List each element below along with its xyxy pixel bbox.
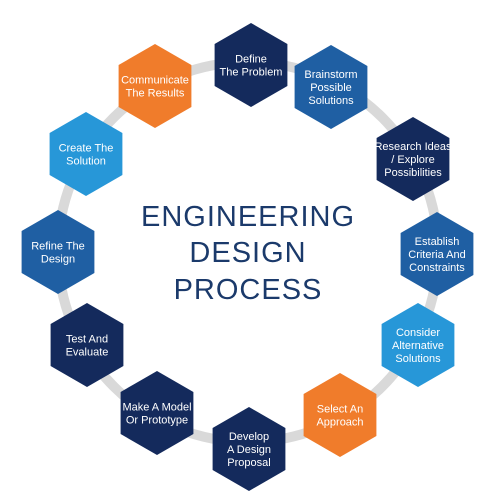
step-label-line: Communicate bbox=[121, 75, 189, 87]
step-label-line: Constraints bbox=[409, 262, 465, 274]
step-hexagon-shape bbox=[381, 303, 455, 387]
step-hexagon-shape bbox=[212, 407, 286, 491]
step-hexagon-shape bbox=[21, 210, 95, 294]
step-label-line: Approach bbox=[316, 417, 363, 429]
step-label-line: The Results bbox=[126, 88, 185, 100]
step-label-line: / Explore bbox=[391, 154, 434, 166]
title-line-3: PROCESS bbox=[174, 274, 323, 306]
step-label-line: Solutions bbox=[395, 353, 441, 365]
step-label-line: Make A Model bbox=[122, 402, 191, 414]
step-hexagon-shape bbox=[118, 44, 192, 128]
step-label-line: Possibilities bbox=[384, 167, 442, 179]
step-hexagon-shape bbox=[120, 371, 194, 455]
diagram-title: ENGINEERING DESIGN PROCESS bbox=[141, 201, 355, 306]
step-hexagon-shape bbox=[294, 45, 368, 129]
step-label-line: Criteria And bbox=[408, 249, 465, 261]
step-label-line: Develop bbox=[229, 431, 269, 443]
step-label-line: The Problem bbox=[220, 67, 283, 79]
step-label-line: Solution bbox=[66, 156, 106, 168]
step-label-line: A Design bbox=[227, 444, 271, 456]
step-label-line: Research Ideas bbox=[374, 141, 452, 153]
step-hexagon-shape bbox=[50, 303, 124, 387]
step-hexagon-shape bbox=[303, 373, 377, 457]
title-line-2: DESIGN bbox=[189, 237, 306, 269]
step-label-line: Define bbox=[235, 54, 267, 66]
step-label-line: Evaluate bbox=[66, 347, 109, 359]
title-line-1: ENGINEERING bbox=[141, 201, 355, 233]
step-label-line: Create The bbox=[59, 143, 114, 155]
step-label-line: Refine The bbox=[31, 241, 85, 253]
step-hexagon-shape bbox=[376, 117, 450, 201]
step-label-line: Solutions bbox=[308, 95, 354, 107]
step-label-line: Test And bbox=[66, 334, 108, 346]
step-label-line: Or Prototype bbox=[126, 415, 188, 427]
step-label-line: Establish bbox=[415, 236, 460, 248]
step-label-line: Proposal bbox=[227, 457, 270, 469]
step-label-line: Design bbox=[41, 254, 75, 266]
step-hexagon-shape bbox=[49, 112, 123, 196]
step-hexagon-shape bbox=[214, 23, 288, 107]
step-label-line: Brainstorm bbox=[304, 69, 357, 81]
step-label-line: Consider bbox=[396, 327, 440, 339]
step-label-line: Select An bbox=[317, 404, 363, 416]
step-hexagon-shape bbox=[400, 212, 474, 296]
step-label-line: Possible bbox=[310, 82, 352, 94]
step-label-line: Alternative bbox=[392, 340, 444, 352]
